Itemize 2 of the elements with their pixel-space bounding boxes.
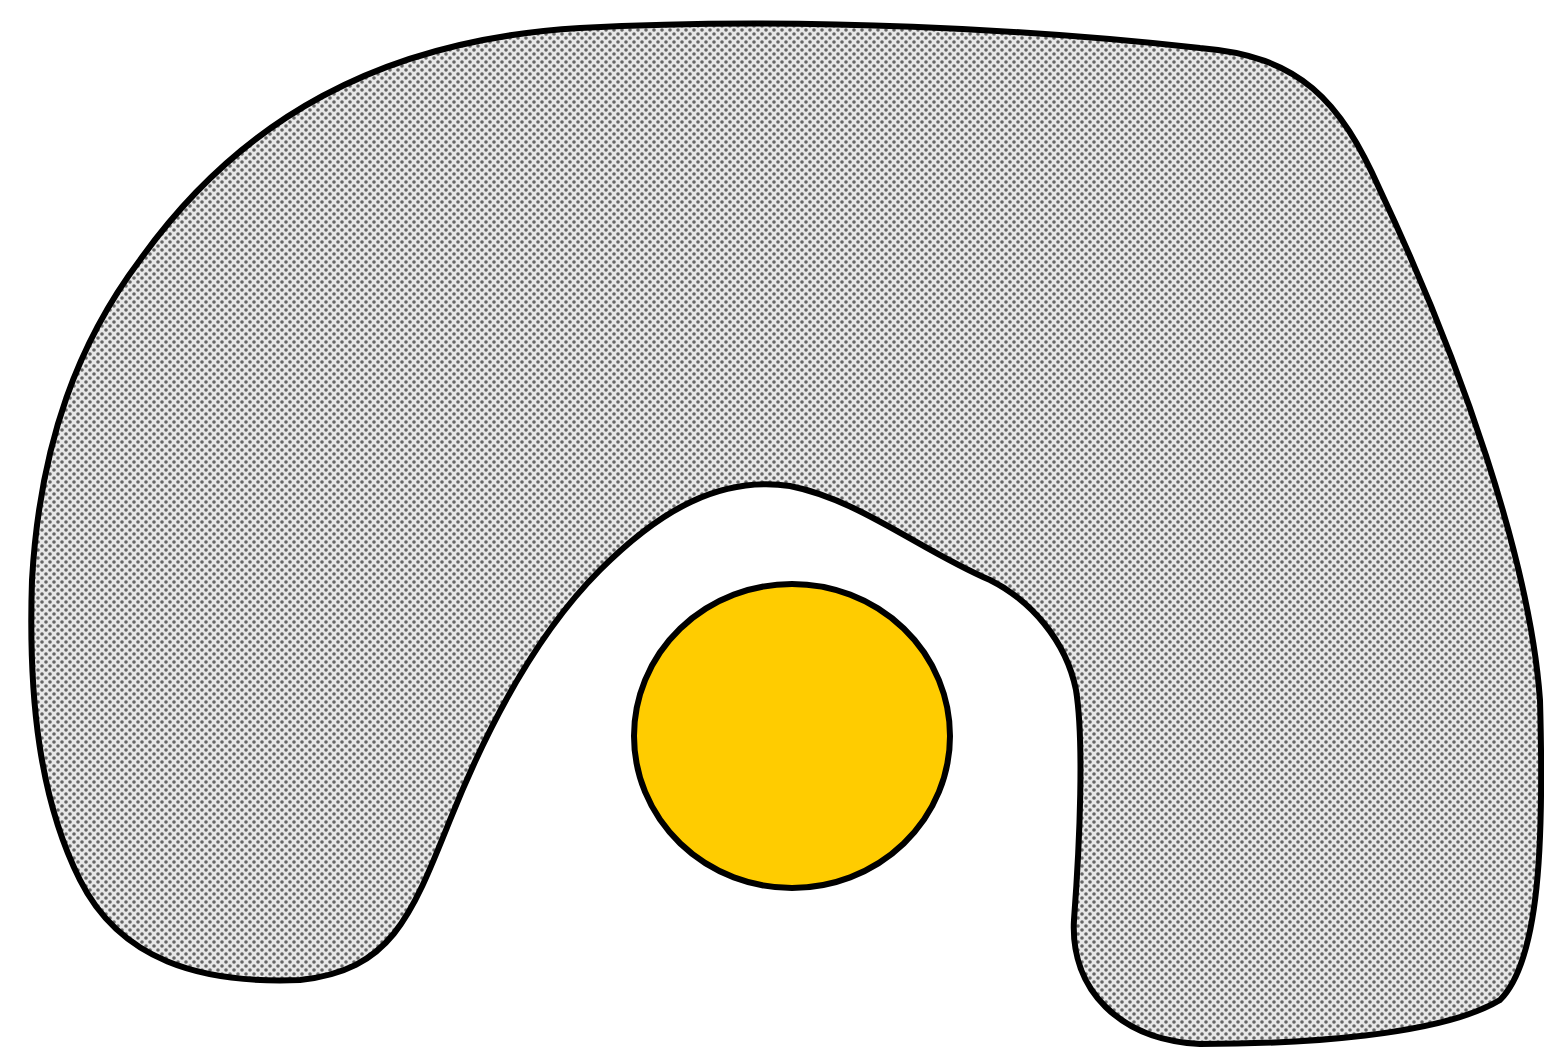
dotted-blob-shape (28, 20, 1544, 1047)
circle-shape (631, 581, 953, 891)
